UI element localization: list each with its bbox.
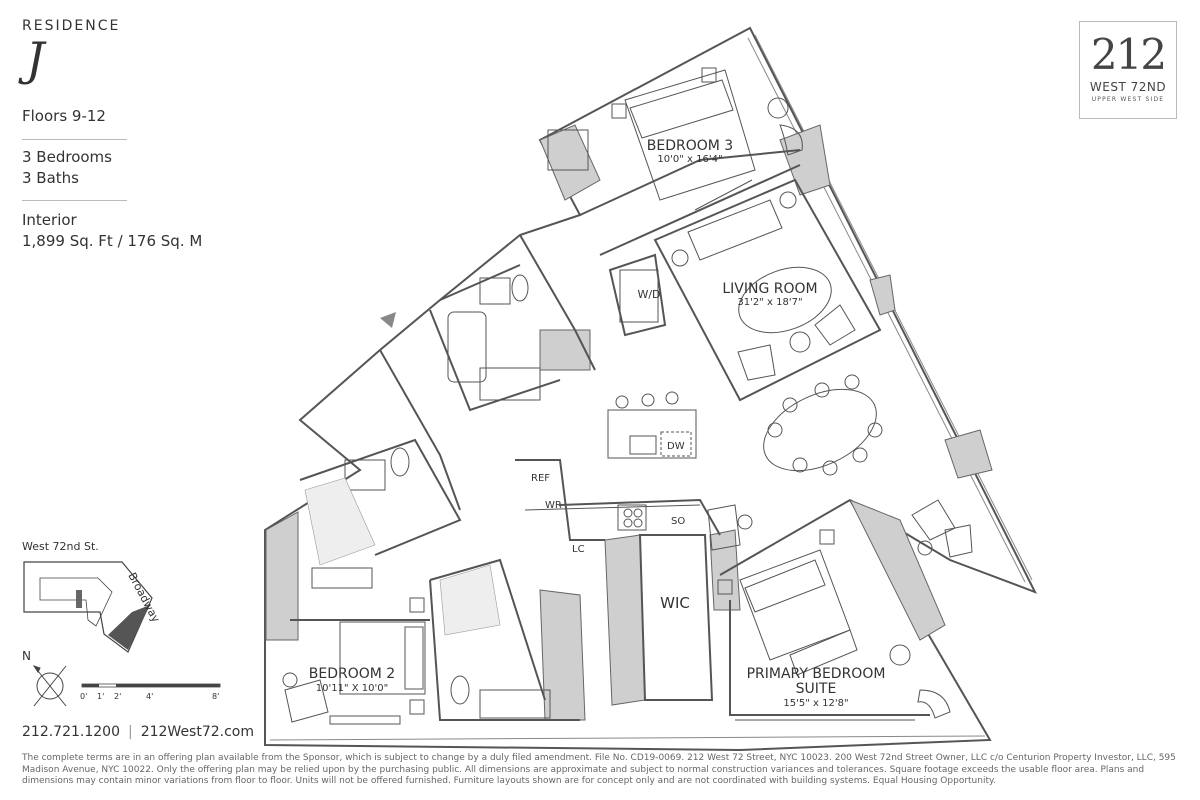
scale-tick: 0' <box>80 692 87 701</box>
legal-disclaimer: The complete terms are in an offering pl… <box>22 753 1176 786</box>
logo-street: WEST 72ND <box>1089 80 1167 94</box>
bedrooms-text: 3 Bedrooms <box>22 148 112 166</box>
area-text: 1,899 Sq. Ft / 176 Sq. M <box>22 232 203 250</box>
contact-divider: | <box>127 724 133 740</box>
scale-tick: 1' <box>97 692 104 701</box>
exterior-wall <box>264 26 1038 752</box>
bedroom2-bed <box>282 597 426 725</box>
scale-tick: 8' <box>212 692 219 701</box>
bedroom3-bed <box>611 67 803 211</box>
room-dims-primary: 15'5" x 12'8" <box>783 698 848 709</box>
floors-text: Floors 9-12 <box>22 107 106 125</box>
interior-label: Interior <box>22 211 77 229</box>
bathroom-fixtures <box>311 129 589 719</box>
phone-number: 212.721.1200 <box>22 724 120 740</box>
wall-blocks <box>265 124 993 721</box>
room-dims-bedroom2: 10'11" X 10'0" <box>316 683 388 694</box>
baths-text: 3 Baths <box>22 169 79 187</box>
keymap <box>23 561 153 653</box>
north-compass <box>32 665 67 707</box>
room-label-bedroom3: BEDROOM 3 <box>647 138 733 154</box>
residence-letter: J <box>26 32 45 86</box>
room-label-wd: W/D <box>637 288 660 301</box>
scale-tick: 2' <box>114 692 121 701</box>
residence-label: RESIDENCE <box>22 18 121 34</box>
building-logo: 212 WEST 72ND UPPER WEST SIDE <box>1079 21 1177 119</box>
primary-bed <box>717 529 951 721</box>
keymap-street-label: West 72nd St. <box>22 540 99 553</box>
entry-arrow-icon <box>380 312 396 328</box>
logo-neighborhood: UPPER WEST SIDE <box>1091 96 1165 103</box>
floor-plan <box>264 26 1038 752</box>
label-wr: WR <box>545 500 562 511</box>
living-furniture <box>671 191 973 558</box>
divider <box>22 139 127 140</box>
room-label-bedroom2: BEDROOM 2 <box>309 666 395 682</box>
scale-tick: 4' <box>146 692 153 701</box>
room-label-wic: WIC <box>660 594 690 612</box>
logo-number: 212 <box>1090 30 1167 79</box>
room-label-primary-suite: SUITE <box>796 681 837 697</box>
compass-north-label: N <box>22 649 31 663</box>
room-dims-bedroom3: 10'0" x 16'4" <box>657 154 722 165</box>
room-dims-living: 31'2" x 18'7" <box>737 297 802 308</box>
wd-closet <box>619 269 659 323</box>
shower-tiles <box>304 477 501 636</box>
label-ref: REF <box>531 473 550 484</box>
contact-line: 212.721.1200 | 212West72.com <box>22 724 254 740</box>
label-dw: DW <box>667 441 685 452</box>
room-label-living: LIVING ROOM <box>722 281 817 297</box>
label-lc: LC <box>572 544 585 555</box>
scale-bar <box>81 683 221 688</box>
divider <box>22 200 127 201</box>
website-link[interactable]: 212West72.com <box>140 724 255 740</box>
kitchen-island <box>524 391 753 551</box>
room-label-primary: PRIMARY BEDROOM <box>747 666 886 682</box>
label-so: SO <box>671 516 685 527</box>
